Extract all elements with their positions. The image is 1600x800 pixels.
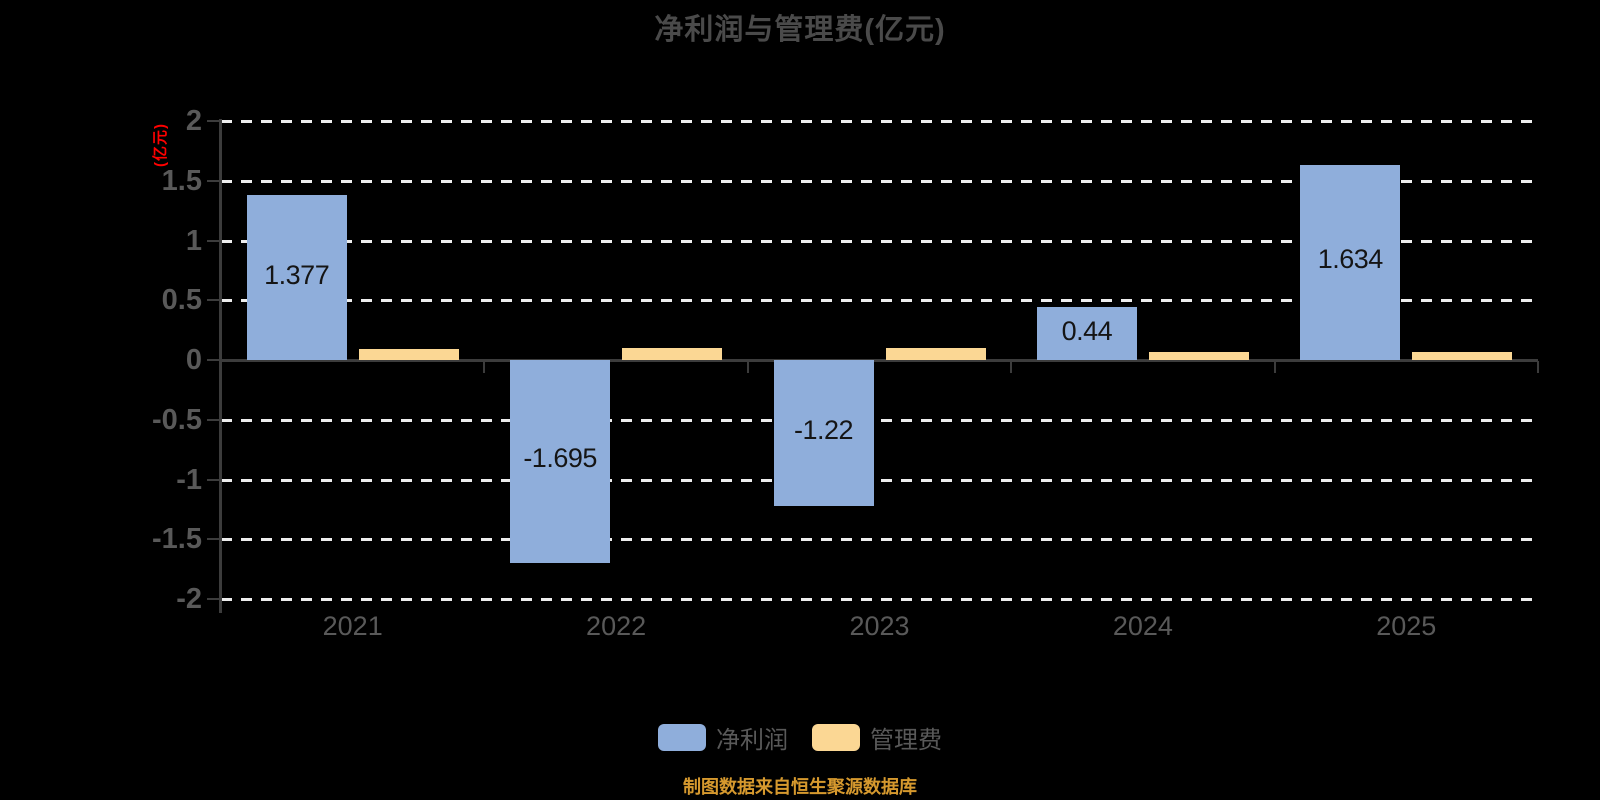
y-axis-tick [207, 359, 219, 361]
y-tick-label: 1 [185, 224, 202, 257]
x-axis-tick [746, 361, 749, 373]
bar-管理费-2022 [622, 348, 723, 360]
y-tick-label: -0.5 [152, 403, 202, 436]
legend-item-净利润[interactable]: 净利润 [658, 720, 788, 755]
x-axis-line [219, 359, 1538, 362]
x-axis-tick [483, 361, 486, 373]
x-axis-tick [1010, 361, 1013, 373]
y-tick-label: -1.5 [152, 523, 202, 556]
legend-item-管理费[interactable]: 管理费 [812, 720, 942, 755]
y-axis-tick [207, 239, 219, 242]
y-tick-label: 0.5 [161, 284, 202, 317]
y-axis-tick [207, 478, 219, 481]
legend-label: 管理费 [870, 727, 942, 754]
y-tick-label: 0 [185, 344, 202, 376]
y-tick-label: 2 [185, 105, 202, 137]
y-axis-tick [207, 418, 219, 421]
y-axis-tick [207, 598, 219, 600]
gridline [221, 120, 1538, 123]
y-tick-label: -2 [176, 583, 202, 615]
y-tick-label: 1.5 [161, 164, 202, 197]
y-axis-tick [207, 538, 219, 541]
legend-swatch [812, 724, 860, 751]
gridline [221, 538, 1538, 542]
bar-value-label: 0.44 [1061, 315, 1113, 346]
x-axis-tick [1273, 361, 1276, 373]
x-tick-label: 2025 [1376, 611, 1437, 641]
y-axis-tick [207, 120, 219, 122]
legend-swatch [658, 724, 706, 751]
x-tick-label: 2023 [849, 611, 910, 641]
bar-净利润-2022 [510, 360, 611, 563]
bar-管理费-2024 [1148, 351, 1249, 360]
bar-管理费-2023 [885, 348, 986, 360]
x-tick-label: 2021 [322, 611, 383, 641]
gridline [221, 299, 1538, 303]
bar-净利润-2025 [1300, 164, 1401, 360]
legend-label: 净利润 [716, 727, 788, 754]
gridline [221, 179, 1538, 183]
bar-value-label: 1.377 [264, 259, 330, 290]
bar-管理费-2021 [358, 349, 459, 360]
bar-value-label: 1.634 [1317, 244, 1384, 275]
y-axis-tick [207, 179, 219, 182]
bar-管理费-2025 [1412, 351, 1513, 360]
y-axis-tick [207, 299, 219, 302]
gridline [221, 418, 1538, 422]
legend: 净利润 管理费 [0, 720, 1600, 755]
x-tick-label: 2024 [1112, 611, 1173, 641]
chart-title: 净利润与管理费(亿元) [654, 14, 946, 46]
x-tick-label: 2022 [586, 611, 647, 641]
y-tick-label: -1 [176, 463, 202, 496]
source-note: 制图数据来自恒生聚源数据库 [683, 777, 917, 797]
bar-value-label: -1.22 [793, 414, 854, 445]
bar-净利润-2021 [246, 195, 347, 360]
y-axis-line [219, 119, 222, 613]
bar-净利润-2024 [1036, 307, 1137, 360]
x-axis-tick [1537, 361, 1539, 373]
gridline [221, 239, 1538, 243]
gridline [221, 598, 1538, 601]
bar-value-label: -1.695 [523, 443, 597, 474]
gridline [221, 478, 1538, 482]
bar-净利润-2023 [773, 360, 874, 506]
